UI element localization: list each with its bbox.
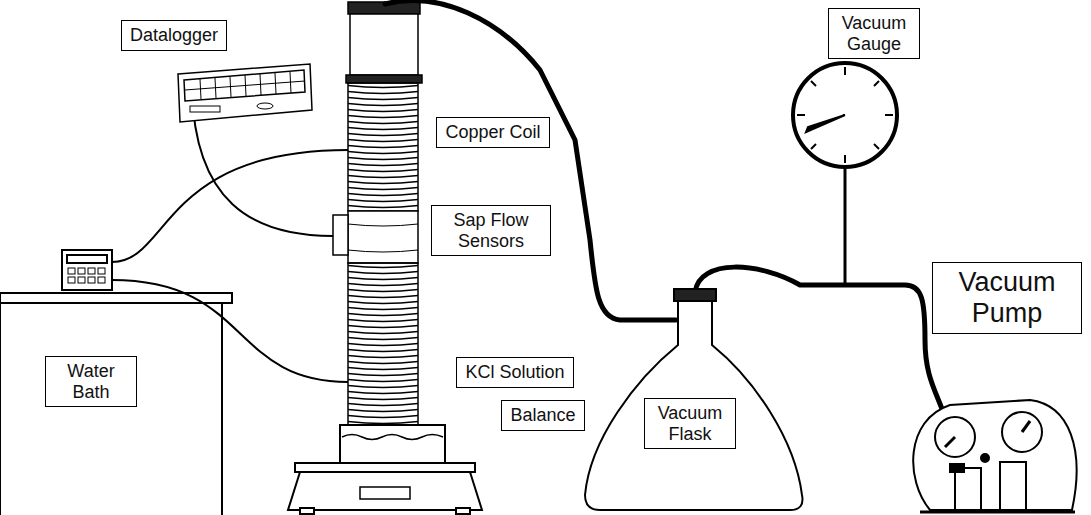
vacuum-gauge-figure bbox=[793, 63, 897, 285]
kcl-container bbox=[340, 425, 445, 463]
label-box: Copper Coil bbox=[436, 117, 549, 148]
vacuum-tubing bbox=[385, 1, 955, 468]
gauge-stem bbox=[844, 167, 847, 285]
label-text: Vacuum Flask bbox=[653, 403, 727, 444]
tube-column-to-flask bbox=[385, 1, 676, 320]
label-text: Datalogger bbox=[130, 25, 218, 46]
balance-figure bbox=[288, 425, 482, 514]
pump-dial bbox=[935, 417, 975, 457]
pump-cylinder bbox=[1000, 462, 1026, 510]
flask-stopper bbox=[674, 289, 716, 301]
copper-coil-upper bbox=[348, 83, 418, 211]
label-text: Vacuum Gauge bbox=[837, 13, 911, 54]
controller-display bbox=[67, 255, 107, 263]
datalogger-panel bbox=[184, 70, 305, 101]
pump-body bbox=[913, 400, 1076, 510]
gauge-dial bbox=[793, 63, 897, 167]
gauge-ticks bbox=[797, 67, 893, 163]
label-text: Copper Coil bbox=[445, 122, 540, 143]
column-stem-holder bbox=[350, 14, 418, 75]
sap-column bbox=[333, 2, 422, 433]
pump-cylinder bbox=[955, 468, 981, 510]
kcl-surface bbox=[342, 435, 443, 440]
bath-rim bbox=[0, 293, 232, 303]
flask-body bbox=[585, 300, 803, 510]
vacuum-pump-figure bbox=[913, 400, 1076, 512]
sap-flow-sensor bbox=[333, 215, 348, 255]
label-text: KCl Solution bbox=[465, 362, 564, 383]
label-box: Vacuum Pump bbox=[932, 262, 1082, 334]
balance-foot bbox=[456, 508, 470, 514]
label-text: Sap Flow Sensors bbox=[440, 210, 542, 251]
bath-body bbox=[0, 303, 222, 515]
bath-controller bbox=[62, 250, 112, 290]
water-bath-figure bbox=[0, 250, 232, 515]
label-text: Vacuum Pump bbox=[941, 267, 1073, 329]
wires bbox=[112, 90, 348, 382]
label-box: Sap Flow Sensors bbox=[431, 205, 551, 256]
label-box: Datalogger bbox=[121, 20, 227, 51]
gauge-needle bbox=[806, 115, 845, 132]
bath-wire-top bbox=[112, 150, 348, 262]
balance-display bbox=[360, 487, 410, 499]
vacuum-flask-figure bbox=[585, 289, 803, 510]
datalogger-case bbox=[178, 64, 312, 122]
balance-foot bbox=[300, 508, 314, 514]
balance-pan bbox=[295, 463, 475, 472]
bath-wire-bottom bbox=[112, 280, 348, 382]
sensor-band bbox=[348, 211, 418, 263]
label-text: Water Bath bbox=[54, 361, 128, 402]
label-box: Water Bath bbox=[45, 356, 137, 407]
controller-keypad bbox=[68, 268, 105, 283]
copper-coil-lower bbox=[348, 263, 418, 433]
label-box: Vacuum Flask bbox=[644, 398, 736, 449]
label-box: KCl Solution bbox=[456, 357, 573, 388]
label-box: Balance bbox=[501, 400, 584, 431]
balance-body bbox=[288, 472, 482, 510]
label-box: Vacuum Gauge bbox=[828, 8, 920, 59]
datalogger-device bbox=[178, 64, 312, 122]
label-text: Balance bbox=[510, 405, 575, 426]
pump-dial bbox=[1002, 412, 1042, 452]
column-clamp bbox=[346, 75, 422, 83]
